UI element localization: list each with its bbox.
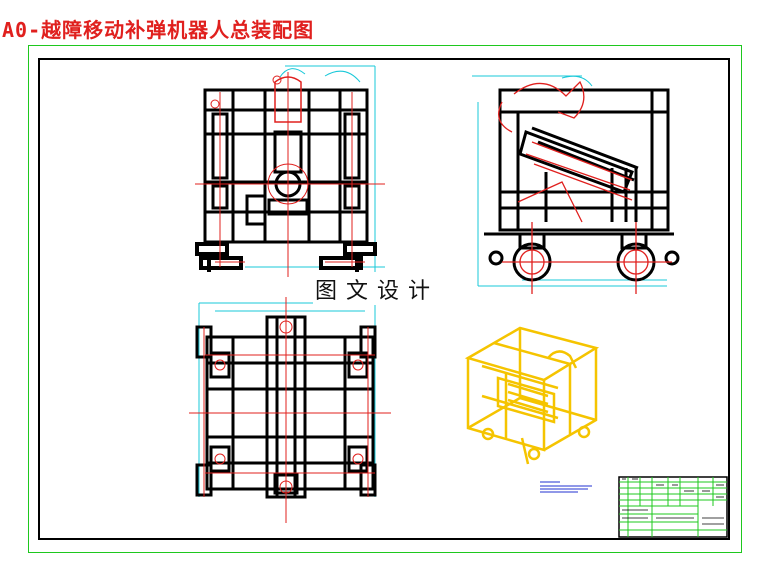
front-view-dimensions <box>245 65 385 272</box>
drawing-title: A0-越障移动补弹机器人总装配图 <box>2 18 315 42</box>
top-view <box>189 297 391 523</box>
side-view-centerlines <box>498 80 672 294</box>
technical-notes-lines <box>540 481 592 493</box>
top-view-centerlines <box>189 297 391 523</box>
front-view-frame <box>203 88 369 244</box>
drawing-frame <box>38 58 730 540</box>
side-view <box>472 75 680 294</box>
front-view-centerlines <box>195 72 385 277</box>
title-block-detail <box>622 478 724 525</box>
side-view-wheels <box>488 232 680 282</box>
technical-notes <box>540 481 592 493</box>
title-block-border <box>618 476 728 538</box>
front-view-wheels <box>195 242 377 272</box>
front-view <box>195 65 385 277</box>
title-block-grid <box>619 477 727 537</box>
isometric-frame <box>464 326 600 465</box>
sheet-border <box>28 45 742 553</box>
title-block <box>618 476 728 538</box>
isometric-view <box>464 326 600 465</box>
watermark-text: 图文设计 <box>313 279 442 305</box>
